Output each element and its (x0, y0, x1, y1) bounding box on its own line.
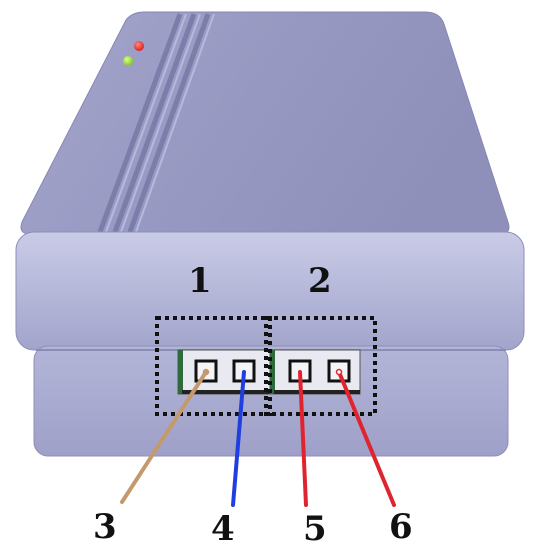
wire-3 (120, 370, 208, 504)
device-top-surface (20, 11, 510, 235)
top-grooves (97, 13, 215, 233)
label-group-2: 2 (308, 261, 332, 301)
group-box-2 (264, 316, 377, 416)
wire-6 (337, 370, 396, 507)
red-led-icon (134, 41, 144, 51)
device-front-upper (15, 231, 525, 351)
label-group-1: 1 (188, 261, 212, 301)
wire-4 (231, 370, 246, 507)
connector-slot-left (177, 349, 271, 395)
wire-3-end (202, 368, 210, 376)
label-wire-4: 4 (211, 509, 235, 549)
group-box-1 (155, 316, 272, 416)
green-led-icon (123, 56, 133, 66)
wire-5 (298, 370, 308, 507)
wire-6-end (335, 368, 343, 376)
label-wire-3: 3 (93, 507, 117, 547)
label-wire-5: 5 (303, 509, 327, 549)
label-wire-6: 6 (389, 507, 413, 547)
